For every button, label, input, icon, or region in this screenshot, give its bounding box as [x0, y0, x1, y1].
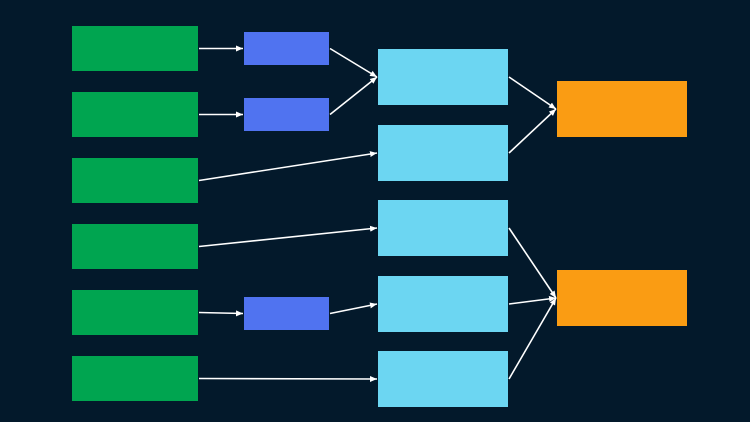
arrow-stage-2-to-output-1: [508, 108, 557, 154]
input-3-box: [72, 158, 198, 203]
arrow-stage-5-to-output-2: [508, 297, 557, 380]
input-5-box: [72, 290, 198, 335]
stage-3-box: [378, 200, 508, 256]
arrow-middle-1-to-stage-1: [329, 47, 378, 78]
stage-5-box: [378, 351, 508, 407]
input-6-box: [72, 356, 198, 401]
output-1-box: [557, 81, 687, 137]
arrow-middle-3-to-stage-4: [329, 302, 378, 315]
arrow-input-6-to-stage-5: [198, 375, 378, 382]
middle-1-box: [244, 32, 329, 65]
middle-2-box: [244, 98, 329, 131]
stage-2-box: [378, 125, 508, 181]
arrow-stage-1-to-output-1: [508, 76, 557, 110]
output-2-box: [557, 270, 687, 326]
stage-4-box: [378, 276, 508, 332]
arrow-stage-3-to-output-2: [508, 227, 557, 299]
input-4-box: [72, 224, 198, 269]
arrow-input-3-to-stage-2: [198, 151, 378, 182]
input-1-box: [72, 26, 198, 71]
arrow-middle-2-to-stage-1: [329, 76, 378, 116]
middle-3-box: [244, 297, 329, 330]
arrow-stage-4-to-output-2: [508, 295, 557, 305]
stage-1-box: [378, 49, 508, 105]
input-2-box: [72, 92, 198, 137]
arrow-input-4-to-stage-3: [198, 225, 378, 248]
arrow-input-5-to-middle-3: [198, 310, 244, 317]
